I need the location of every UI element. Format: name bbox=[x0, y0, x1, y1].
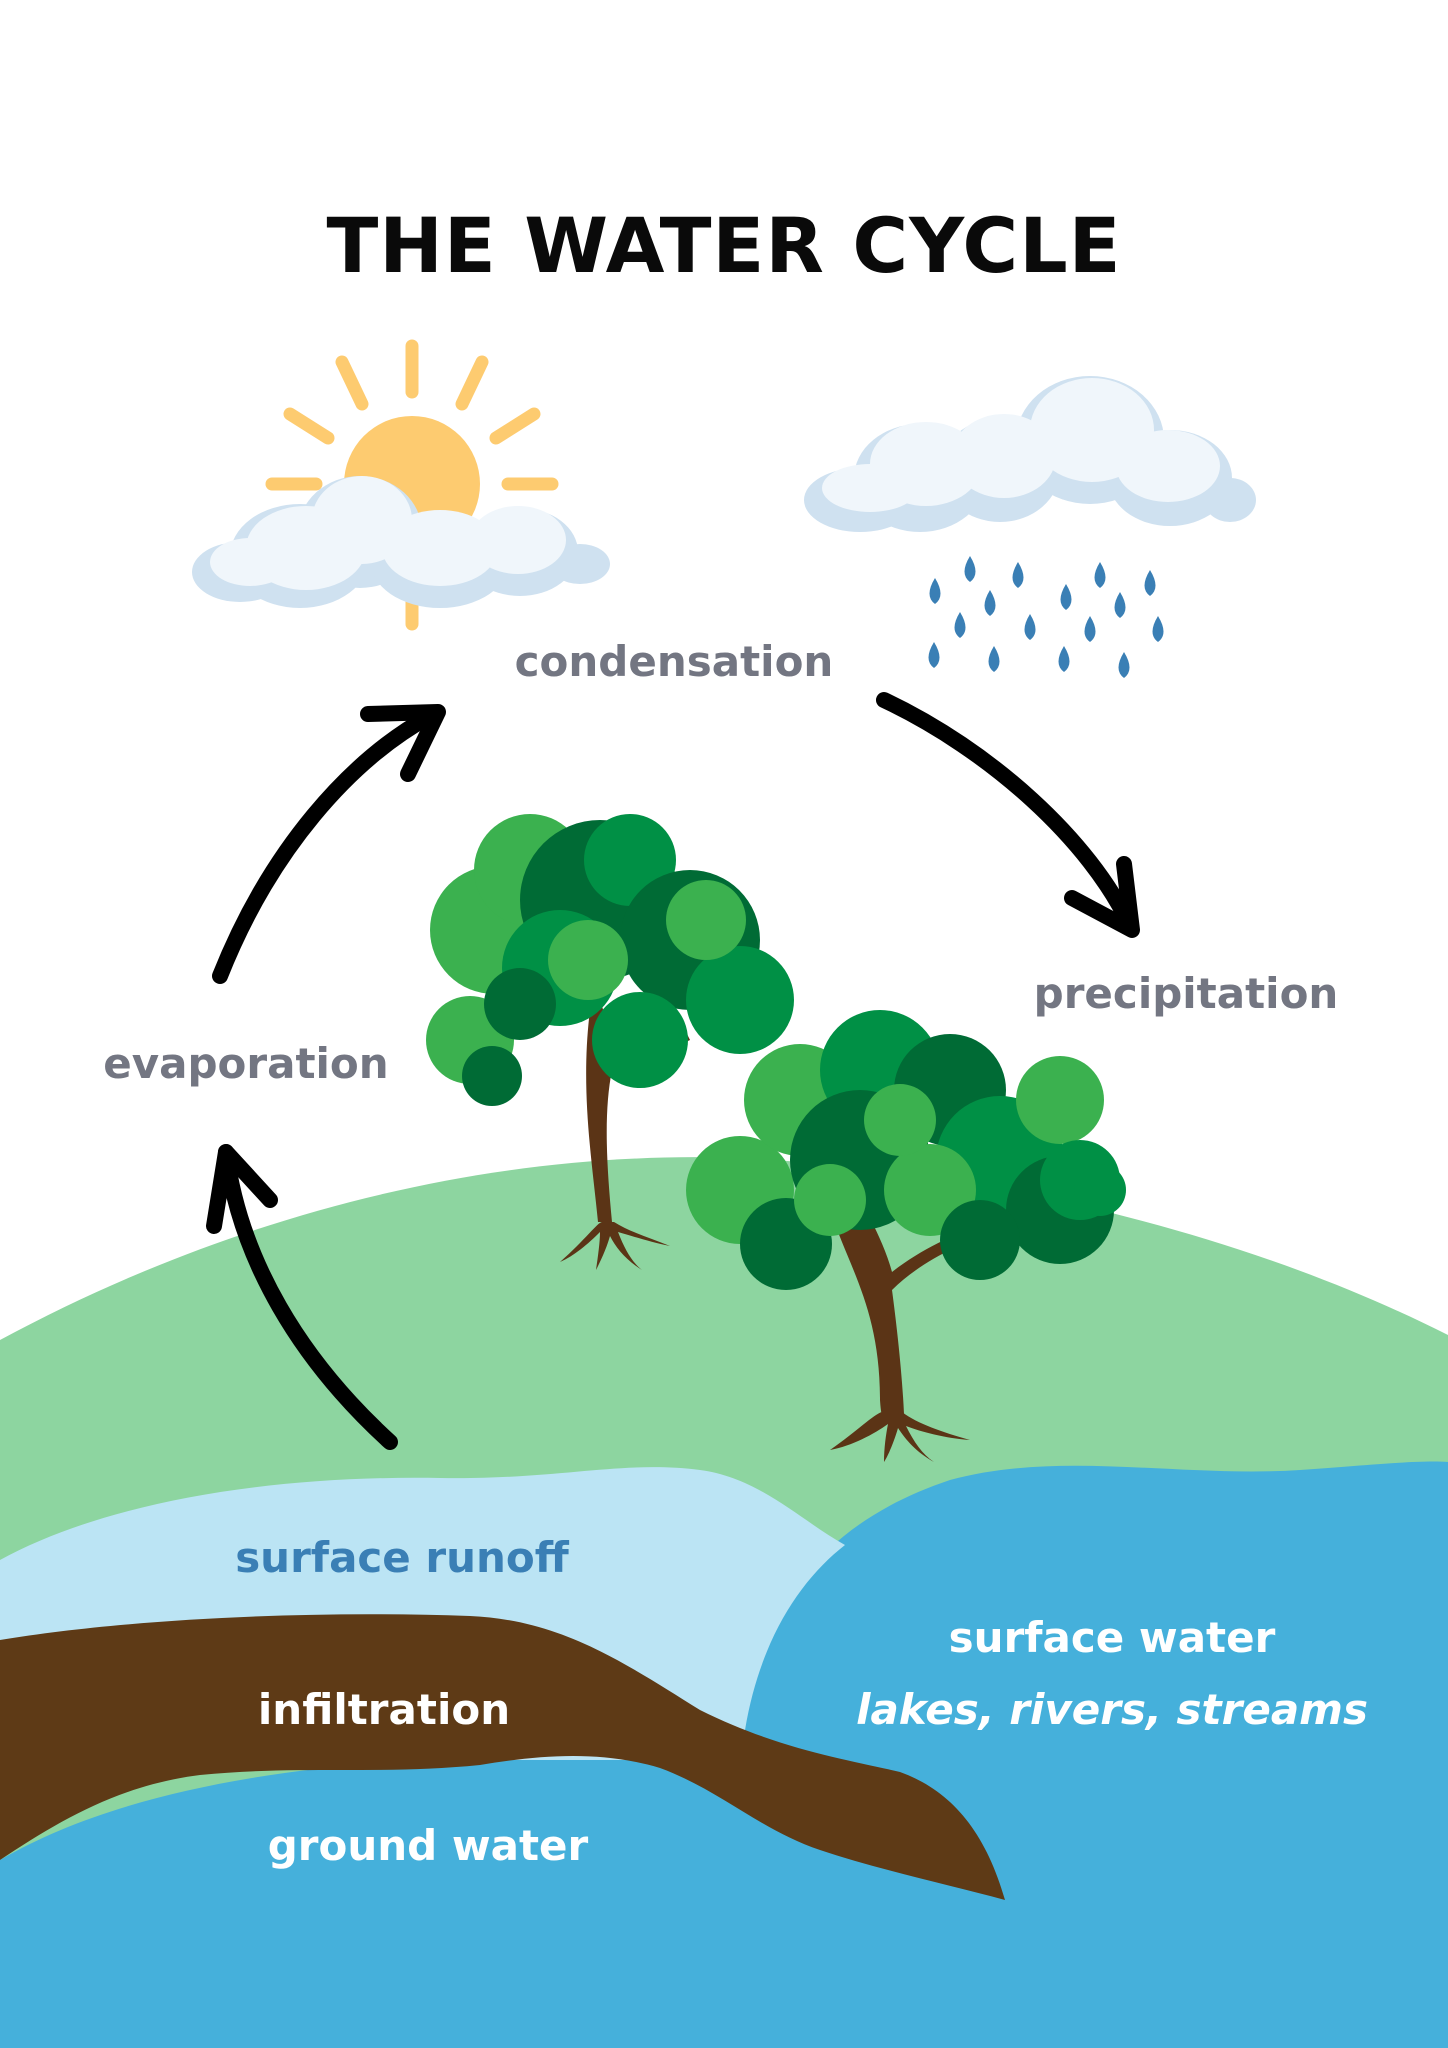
surface-runoff-label: surface runoff bbox=[235, 1533, 570, 1582]
arrow-evaporation-to-condensation bbox=[212, 704, 446, 984]
evaporation-label: evaporation bbox=[103, 1039, 388, 1088]
cloud-icon bbox=[804, 376, 1256, 532]
page-title: THE WATER CYCLE bbox=[326, 201, 1121, 290]
tree-icon bbox=[426, 814, 794, 1270]
rain-cloud-icon bbox=[804, 376, 1256, 678]
infiltration-label: infiltration bbox=[258, 1685, 510, 1734]
surface-water-examples-label: lakes, rivers, streams bbox=[856, 1685, 1368, 1734]
raindrops bbox=[928, 556, 1164, 678]
arrow-condensation-to-precipitation bbox=[876, 692, 1140, 938]
cloud-icon bbox=[192, 476, 610, 608]
arrow-runoff-to-evaporation bbox=[206, 1144, 398, 1450]
ground-water-label: ground water bbox=[268, 1821, 589, 1870]
surface-water-label: surface water bbox=[949, 1613, 1276, 1662]
tree-icon bbox=[686, 1010, 1126, 1462]
soil-layer bbox=[0, 1614, 1005, 1900]
condensation-label: condensation bbox=[515, 637, 834, 686]
precipitation-label: precipitation bbox=[1034, 969, 1339, 1018]
surface-water-area bbox=[745, 1461, 1448, 2048]
cycle-arrows bbox=[206, 692, 1140, 1450]
